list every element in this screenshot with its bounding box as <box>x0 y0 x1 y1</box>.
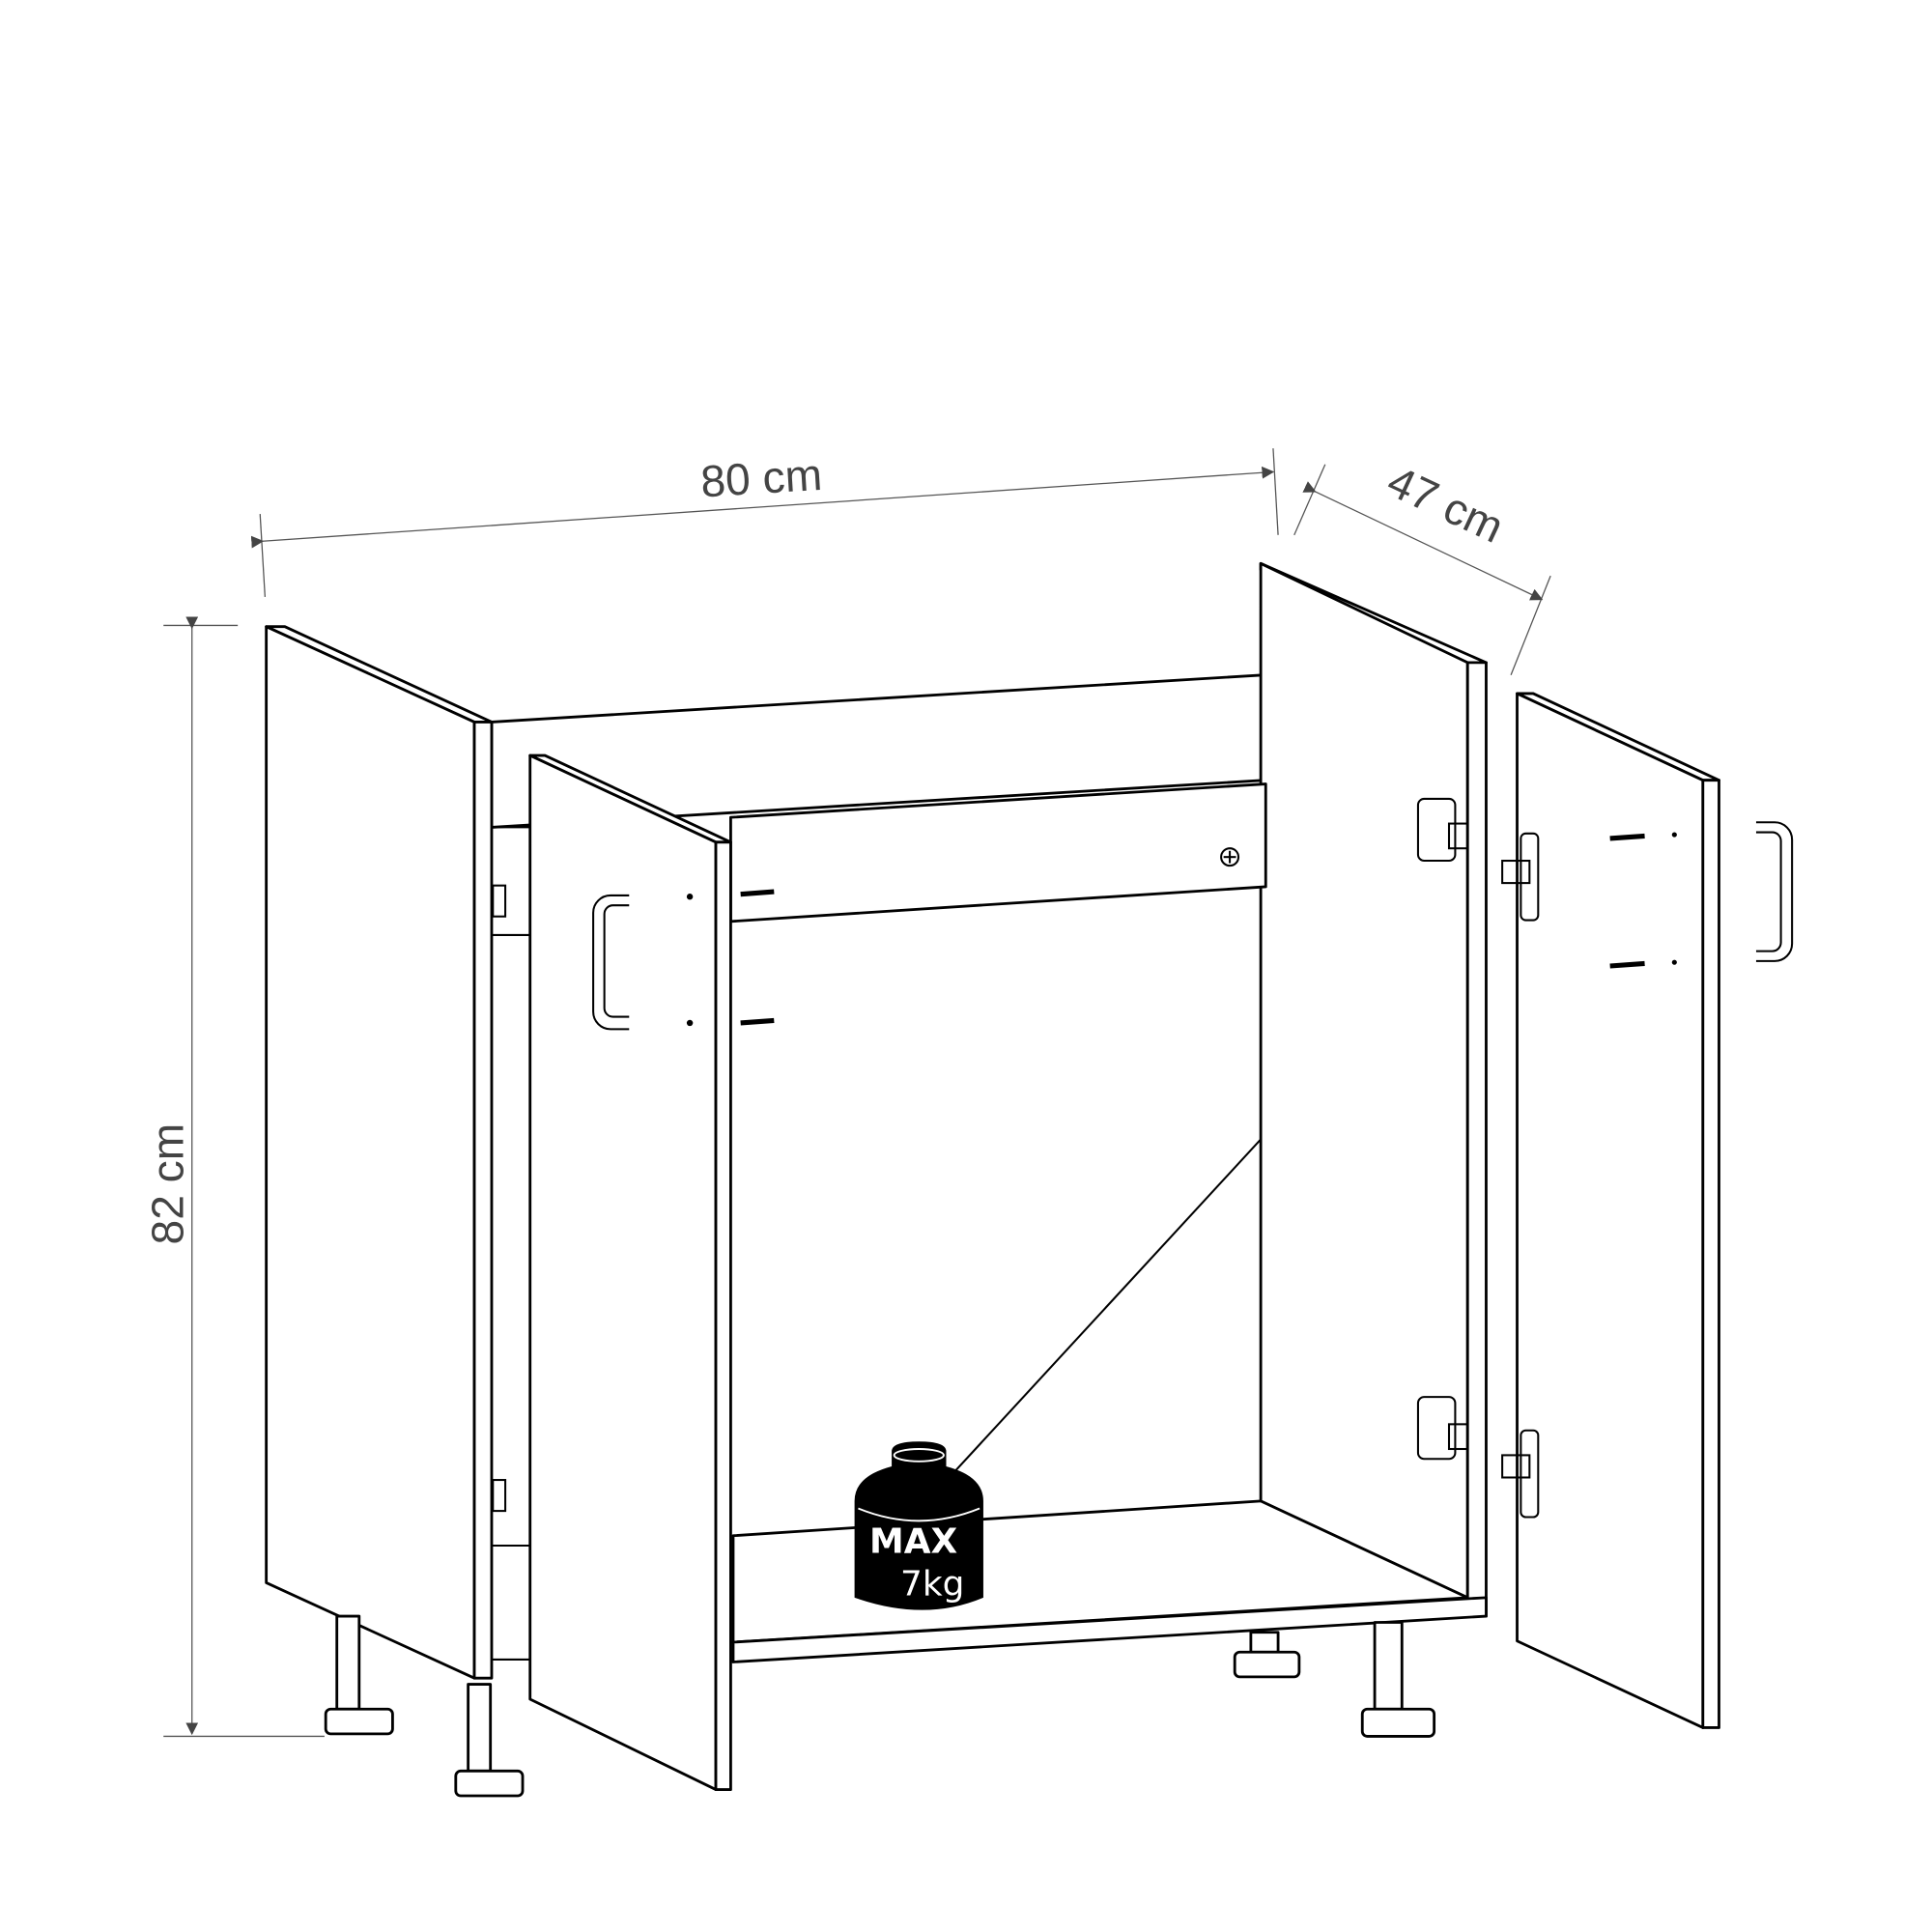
hinge-icon <box>492 1396 1469 1513</box>
width-label: 80 cm <box>699 449 824 507</box>
max-value: 7kg <box>900 1564 964 1604</box>
adjustable-foot <box>1233 1631 1301 1679</box>
depth-label: 47 cm <box>1380 456 1512 553</box>
left-door-handle <box>592 894 630 1031</box>
hinge-icon <box>492 797 1469 918</box>
height-label: 82 cm <box>143 1123 193 1245</box>
adjustable-foot <box>454 1683 525 1798</box>
screw-icon <box>1609 959 1677 969</box>
left-side-panel <box>265 625 533 1680</box>
door-hinge-icon <box>1501 832 1540 922</box>
max-label: MAX <box>869 1522 957 1562</box>
adjustable-foot <box>324 1614 394 1736</box>
max-load-weight-icon: MAX 7kg <box>854 1441 983 1610</box>
right-door-handle <box>1755 821 1794 962</box>
left-door <box>528 753 775 1791</box>
screw-icon <box>740 889 775 897</box>
screw-icon <box>1609 832 1677 841</box>
screw-icon <box>740 1017 775 1026</box>
adjustable-foot <box>1360 1621 1436 1738</box>
cabinet-back <box>490 561 1488 1618</box>
width-dimension: 80 cm <box>250 448 1279 597</box>
door-hinge-icon <box>1501 1429 1540 1519</box>
height-dimension: 82 cm <box>143 616 325 1738</box>
right-door <box>1501 692 1794 1729</box>
